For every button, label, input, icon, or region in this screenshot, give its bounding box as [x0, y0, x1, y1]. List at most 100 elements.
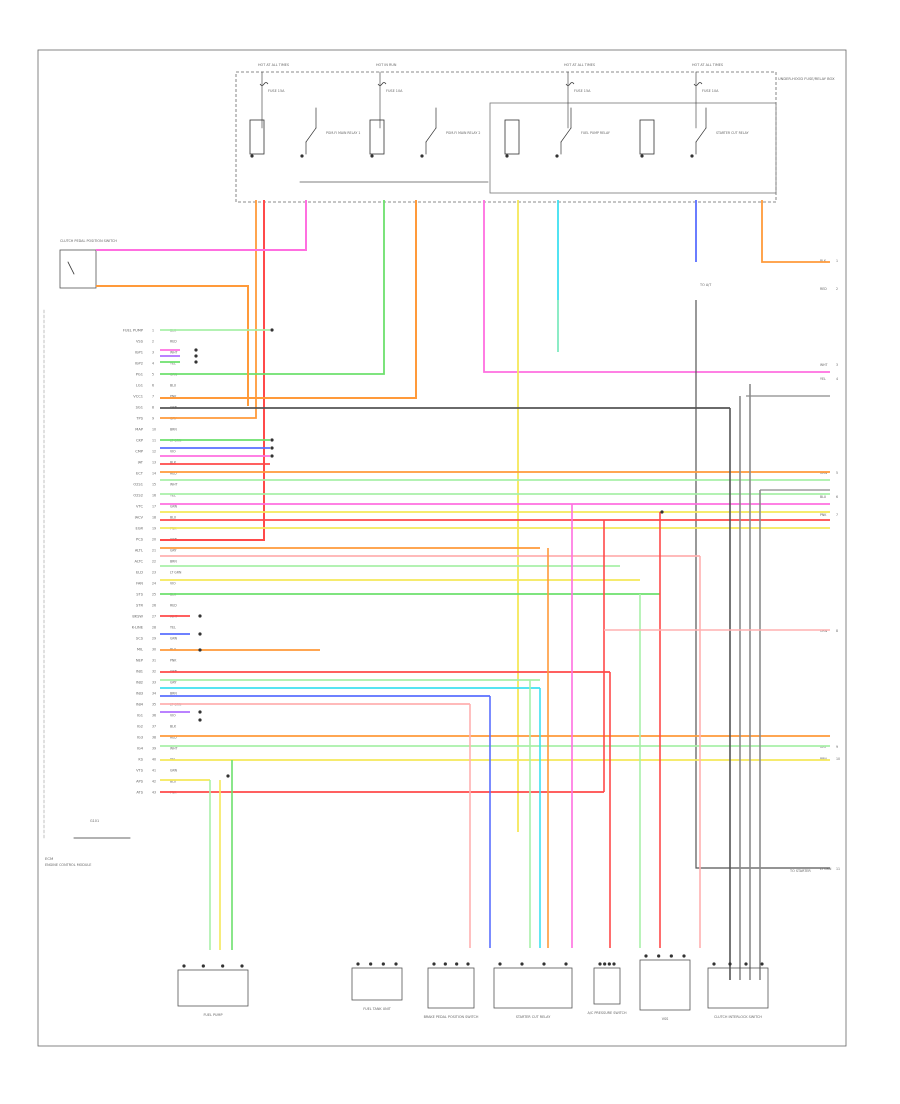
- ecm-pin-number: 43: [152, 791, 156, 795]
- relay-coil: [504, 119, 520, 155]
- right-wire-code: GRY: [820, 745, 826, 749]
- junction-dot: [270, 328, 274, 332]
- connector-pin: [644, 954, 648, 958]
- component-label: A/C PRESSURE SWITCH: [587, 1011, 627, 1015]
- connector-pin: [432, 962, 436, 966]
- ecm-pin-number: 21: [152, 549, 156, 553]
- ecm-pin-number: 41: [152, 769, 156, 773]
- ground-label: G101: [90, 819, 99, 823]
- ecm-pin-label: VCC1: [133, 395, 143, 399]
- right-side-label: TO STARTER: [789, 869, 811, 873]
- wire-code: GRN: [170, 505, 178, 509]
- relay-dot: [300, 154, 304, 158]
- clutch-switch-label: CLUTCH PEDAL POSITION SWITCH: [60, 239, 117, 243]
- wire-code: VIO: [170, 582, 176, 586]
- connector-pin: [182, 964, 186, 968]
- ecm-pin-number: 38: [152, 736, 156, 740]
- ecm-pin-label: STS: [136, 593, 143, 597]
- wire-orange: [160, 200, 257, 419]
- underhood-box-label: UNDER-HOOD FUSE/RELAY BOX: [778, 77, 835, 81]
- right-wire-code: BLU: [820, 495, 827, 499]
- ecm-pin-number: 17: [152, 505, 156, 509]
- connector-pin: [603, 962, 607, 966]
- connector-pin: [607, 962, 611, 966]
- ecm-pin-label: INJ3: [136, 692, 143, 696]
- ecm-pin-number: 35: [152, 703, 156, 707]
- ecm-pin-label: CKP: [136, 439, 144, 443]
- junction-dot: [198, 718, 202, 722]
- wire-code: YEL: [170, 626, 176, 630]
- right-pin-number: 11: [836, 867, 840, 871]
- ecm-pin-label: IG4: [137, 747, 144, 751]
- right-pin-number: 2: [836, 287, 838, 291]
- wire-code: YEL: [170, 362, 176, 366]
- ecm-pin-label: CMP: [135, 450, 144, 454]
- connector-pin: [744, 962, 748, 966]
- fuse-symbol: [377, 82, 387, 86]
- fuse-rating: FUSE 15A: [574, 89, 591, 93]
- component-label: FUEL PUMP: [203, 1013, 222, 1017]
- wire-code: BRN: [170, 560, 177, 564]
- right-pin-number: 5: [836, 471, 838, 475]
- relay-dot: [640, 154, 644, 158]
- connector-pin: [728, 962, 732, 966]
- connector-pin: [682, 954, 686, 958]
- ecm-pin-label: NEP: [136, 659, 144, 663]
- right-side-label: TO A/T: [699, 283, 712, 287]
- ecm-pin-number: 4: [152, 362, 154, 366]
- ecm-pin-label: LG1: [136, 384, 143, 388]
- wire-code: BRN: [170, 428, 177, 432]
- wire-green: [160, 200, 385, 375]
- ecm-pin-number: 7: [152, 395, 154, 399]
- relay-dot: [250, 154, 254, 158]
- junction-dot: [270, 438, 274, 442]
- ecm-pin-number: 24: [152, 582, 156, 586]
- ecm-pin-label: IG2: [137, 725, 143, 729]
- wire-code: GRN: [170, 769, 178, 773]
- ecm-pin-label: SG1: [136, 406, 143, 410]
- wire-code: WHT: [170, 351, 178, 355]
- ecm-pin-number: 19: [152, 527, 156, 531]
- junction-dot: [194, 348, 198, 352]
- junction-dot: [194, 360, 198, 364]
- wire-code: GRY: [170, 549, 176, 553]
- wire-code: GRY: [170, 681, 176, 685]
- right-pin-number: 10: [836, 757, 840, 761]
- right-wire-code: LT GRN: [820, 867, 832, 871]
- wire-orange: [160, 200, 417, 399]
- ecm-pin-number: 6: [152, 384, 154, 388]
- ecm-pin-label: ATS: [136, 791, 143, 795]
- wire-code: BLU: [170, 780, 177, 784]
- ecm-pin-label: ELD: [136, 571, 143, 575]
- wire-code: WHT: [170, 747, 178, 751]
- connector-pin: [443, 962, 447, 966]
- fuse-rating: FUSE 10A: [702, 89, 719, 93]
- ecm-pin-label: BKSW: [132, 615, 143, 619]
- wire-code: BLK: [170, 461, 177, 465]
- connector-pin: [669, 954, 673, 958]
- ecm-pin-number: 28: [152, 626, 156, 630]
- ecm-pin-label: INJ1: [136, 670, 143, 674]
- ecm-label: ECM: [45, 856, 53, 861]
- wire-code: YEL: [170, 494, 176, 498]
- ecm-pin-label: VTC: [136, 505, 143, 509]
- connector-pin: [657, 954, 661, 958]
- wire-red: [160, 200, 265, 541]
- relay-coil: [369, 119, 385, 155]
- junction-dot: [660, 510, 664, 514]
- relay-label: FUEL PUMP RELAY: [581, 131, 610, 135]
- ecm-pin-label: MIL: [137, 648, 143, 652]
- wire-code: RED: [170, 736, 177, 740]
- ecm-pin-label: APS: [136, 780, 144, 784]
- fuse-heading: HOT AT ALL TIMES: [258, 63, 289, 67]
- ecm-pin-label: INJ4: [136, 703, 144, 707]
- right-wire-code: YEL: [820, 377, 826, 381]
- ecm-pin-number: 42: [152, 780, 156, 784]
- ecm-pin-label: K-LINE: [132, 626, 144, 630]
- right-pin-number: 1: [836, 259, 838, 263]
- relay-label: STARTER CUT RELAY: [716, 131, 749, 135]
- wire-code: RED: [170, 604, 177, 608]
- fuse-rating: FUSE 10A: [386, 89, 403, 93]
- ecm-pin-number: 11: [152, 439, 156, 443]
- fuse-symbol: [259, 82, 269, 86]
